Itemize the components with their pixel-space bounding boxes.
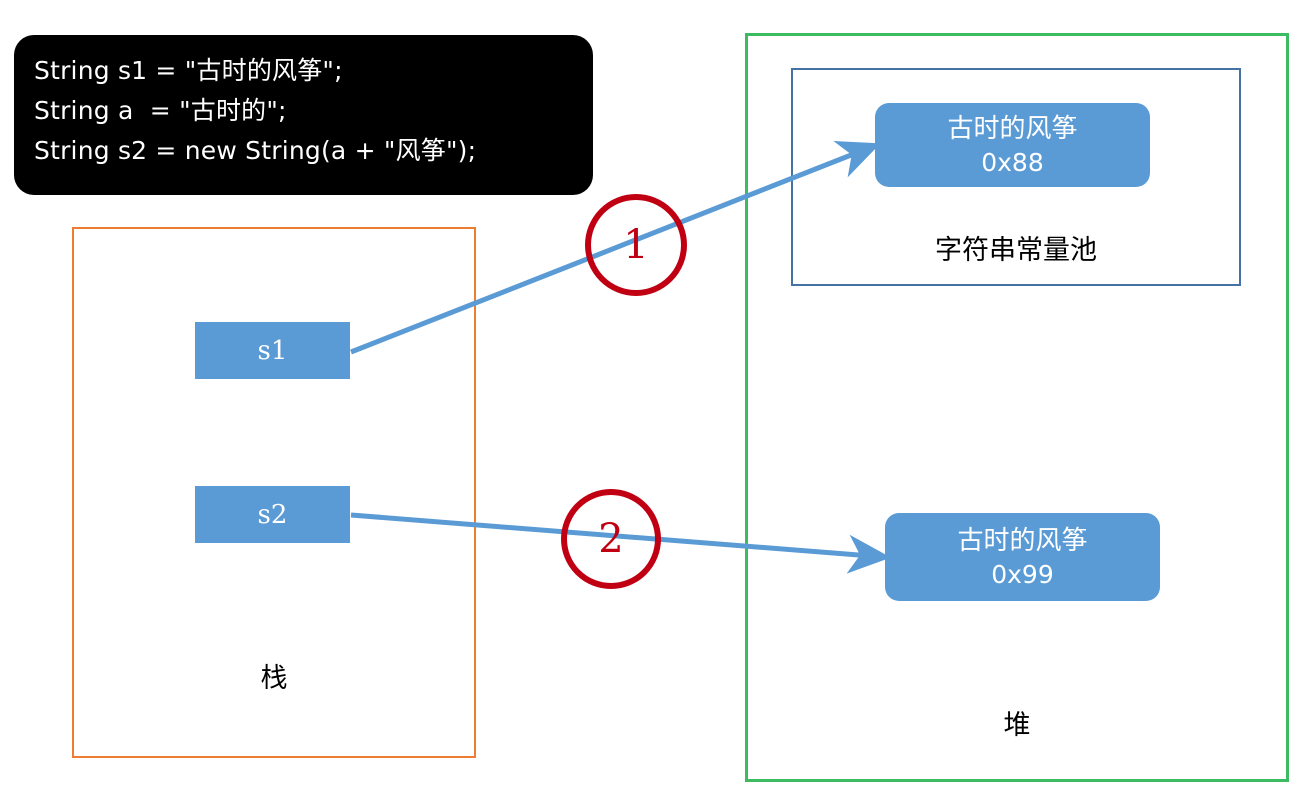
pool-string-object-address: 0x88	[981, 147, 1044, 177]
code-line-3: String s2 = new String(a + "风筝");	[34, 136, 477, 165]
step-marker-1-label: 1	[623, 222, 649, 268]
heap-container	[745, 33, 1289, 782]
step-marker-1: 1	[585, 194, 687, 296]
stack-label: 栈	[260, 663, 288, 694]
code-line-1: String s1 = "古时的风筝";	[34, 56, 343, 85]
stack-variable-s2-label: s2	[257, 499, 288, 530]
step-marker-2: 2	[561, 489, 661, 589]
heap-string-object[interactable]: 古时的风筝 0x99	[885, 513, 1160, 601]
heap-label: 堆	[1003, 710, 1031, 741]
heap-string-object-value: 古时的风筝	[957, 525, 1088, 556]
stack-variable-s1-label: s1	[257, 335, 288, 366]
stack-container	[72, 227, 476, 758]
code-line-2: String a = "古时的";	[34, 96, 287, 125]
string-constant-pool-label: 字符串常量池	[935, 235, 1097, 266]
code-block: String s1 = "古时的风筝"; String a = "古时的"; S…	[14, 35, 593, 195]
heap-string-object-address: 0x99	[991, 559, 1054, 589]
pool-string-object[interactable]: 古时的风筝 0x88	[875, 103, 1150, 187]
stack-variable-s2[interactable]: s2	[195, 486, 350, 543]
stack-variable-s1[interactable]: s1	[195, 322, 350, 379]
step-marker-2-label: 2	[598, 516, 624, 562]
pool-string-object-value: 古时的风筝	[947, 113, 1078, 144]
